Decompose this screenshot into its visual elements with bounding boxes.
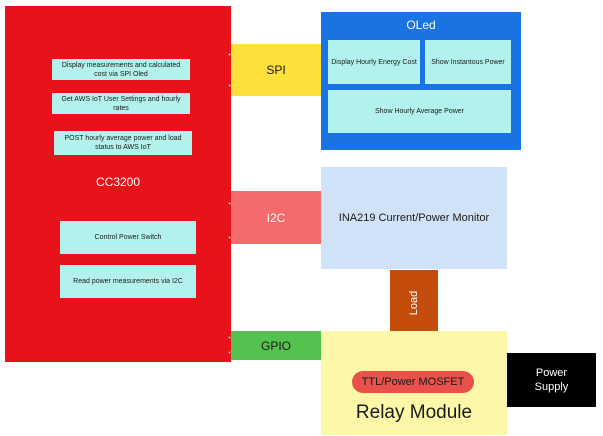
- relay-module-label: Relay Module: [355, 402, 473, 423]
- connector-pin: [228, 84, 231, 87]
- task-read-power: Read power measurements via I2C: [60, 265, 196, 298]
- oled-average-power: Show Hourly Average Power: [328, 90, 511, 133]
- cc3200-label: CC3200: [95, 175, 141, 189]
- ina219-block: INA219 Current/Power Monitor: [321, 167, 507, 269]
- connector-pin: [228, 351, 231, 354]
- mosfet-block: TTL/Power MOSFET: [352, 371, 474, 393]
- gpio-bus: GPIO: [231, 331, 321, 360]
- task-display-measurements: Display measurements and calculated cost…: [52, 59, 190, 80]
- oled-energy-cost: Display Hourly Energy Cost: [328, 40, 420, 84]
- spi-bus: SPI: [231, 44, 321, 96]
- load-label: Load: [390, 270, 438, 335]
- oled-title: OLed: [406, 18, 436, 32]
- power-supply-block: Power Supply: [507, 353, 596, 407]
- power-supply-label: Power Supply: [534, 367, 569, 393]
- task-post-aws: POST hourly average power and load statu…: [54, 131, 192, 155]
- connector-pin: [228, 202, 231, 205]
- connector-pin: [228, 236, 231, 239]
- i2c-bus: I2C: [231, 191, 321, 244]
- load-block: [390, 270, 438, 335]
- task-control-power-switch: Control Power Switch: [60, 221, 196, 254]
- connector-pin: [228, 53, 231, 56]
- task-get-aws-settings: Get AWS IoT User Settings and hourly rat…: [52, 93, 190, 114]
- connector-pin: [228, 336, 231, 339]
- load-label-text: Load: [407, 290, 420, 315]
- oled-instant-power: Show Instantous Power: [425, 40, 511, 84]
